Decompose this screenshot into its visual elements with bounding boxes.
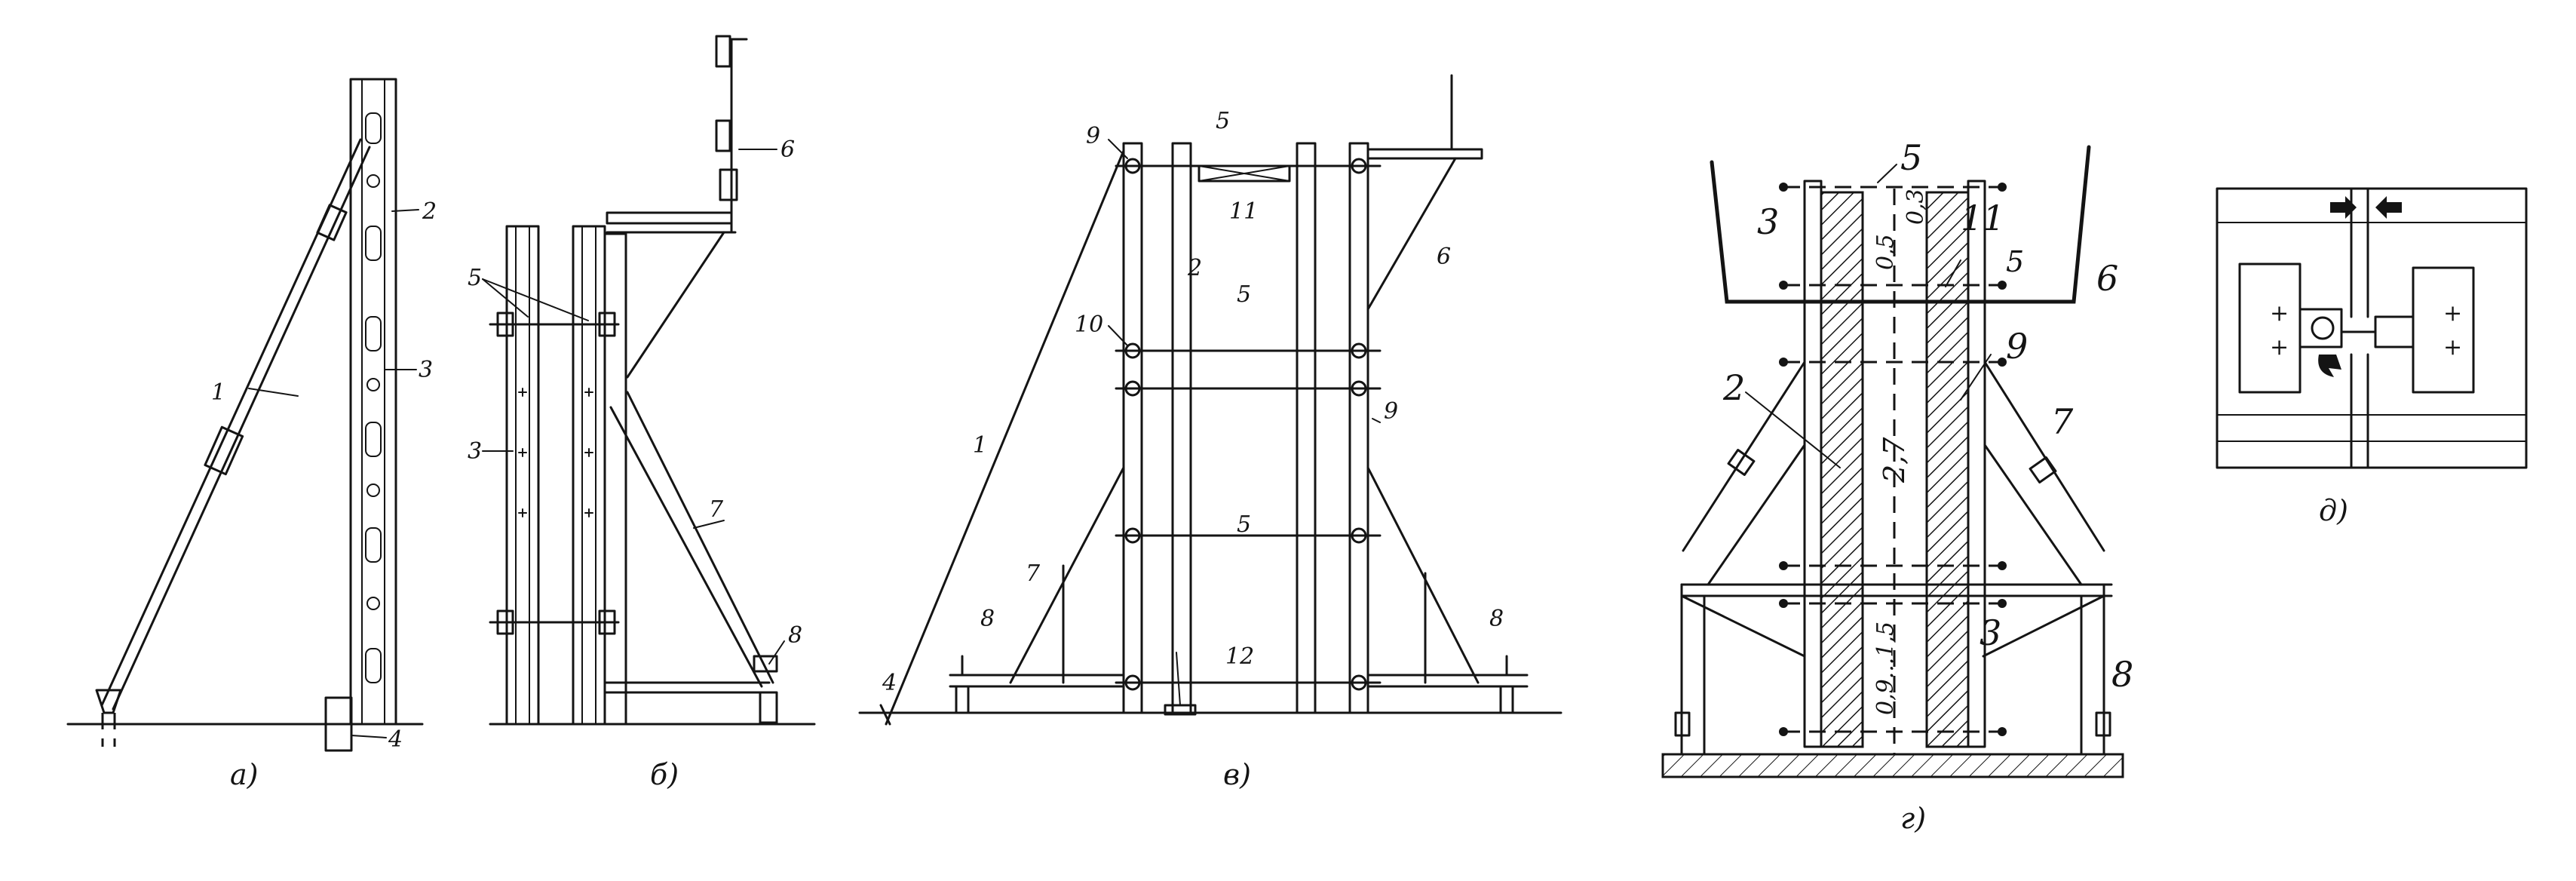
dimension-2-7: 2,7 (1878, 437, 1911, 483)
label-b-3: 3 (468, 438, 482, 465)
panel-d-left-block (2238, 262, 2302, 394)
panel-d-arrow-left (2375, 196, 2402, 219)
panel-d-rotate-arrow (2318, 355, 2341, 377)
caption-a: а) (230, 758, 258, 791)
label-a-4: 4 (388, 726, 403, 753)
panel-b-strut (609, 406, 763, 688)
label-g-2: 2 (1722, 367, 1745, 408)
label-v-5-lower: 5 (1237, 511, 1251, 538)
panel-d-frame (2216, 187, 2528, 469)
panel-b: 5 6 7 8 3 б) (468, 35, 816, 791)
panel-g-right-wall (1925, 191, 1970, 748)
label-g-5-right: 5 (2006, 245, 2024, 278)
label-v-10: 10 (1075, 312, 1103, 338)
label-a-1: 1 (211, 379, 225, 406)
label-b-7: 7 (709, 496, 724, 523)
panel-d-plus-4: + (2443, 334, 2462, 361)
panel-b-jack (759, 691, 778, 724)
caption-b: б) (650, 758, 679, 791)
panel-d-plus-1: + (2270, 300, 2289, 327)
panel-a-vertical-panel (349, 78, 397, 726)
label-v-6: 6 (1437, 244, 1451, 270)
label-g-3-bottom: 3 (1980, 612, 2001, 653)
panel-g-tie-ends (1779, 183, 2007, 736)
panel-v-right-jack (1499, 685, 1514, 714)
panel-v-right-column-inner (1296, 142, 1317, 714)
label-v-8-left: 8 (980, 606, 995, 632)
panel-d: + + + + д) (2216, 187, 2528, 527)
label-v-8-right: 8 (1489, 606, 1504, 632)
panel-d-plus-2: + (2270, 334, 2289, 361)
panel-d-arrow-right (2330, 196, 2357, 219)
panel-v-bolt-nodes (1124, 158, 1367, 691)
label-b-5: 5 (468, 265, 482, 291)
label-v-9-side: 9 (1384, 398, 1398, 425)
panel-b-right-panel (572, 225, 606, 726)
panel-a: 1 2 3 4 а) (66, 78, 437, 791)
caption-g: г) (1900, 802, 1926, 835)
label-g-11: 11 (1961, 198, 2005, 238)
label-g-8: 8 (2111, 654, 2133, 695)
panel-g-left-wall (1820, 191, 1864, 748)
label-v-5-top: 5 (1216, 108, 1230, 134)
panel-v-left-column-inner (1171, 142, 1192, 714)
panel-b-left-panel (505, 225, 540, 726)
label-b-8: 8 (788, 622, 802, 649)
panel-a-slots (365, 112, 382, 683)
label-v-11: 11 (1229, 198, 1258, 225)
label-v-7: 7 (1026, 560, 1041, 587)
panel-v-element-11 (1198, 164, 1291, 183)
panel-v-guy-rope (885, 149, 1125, 726)
label-g-3-top: 3 (1757, 201, 1779, 242)
label-v-4: 4 (882, 670, 897, 696)
label-a-2: 2 (422, 198, 437, 225)
panel-v-left-column-outer (1122, 142, 1143, 714)
label-g-7: 7 (2051, 401, 2074, 442)
label-v-1: 1 (973, 432, 987, 459)
panel-b-platform (606, 211, 733, 225)
panel-a-brace-foot (95, 689, 122, 714)
label-v-5-middle: 5 (1237, 281, 1251, 308)
panel-d-plus-3: + (2443, 300, 2462, 327)
panel-a-foot-jack (324, 696, 353, 752)
label-a-3: 3 (419, 357, 433, 383)
label-g-9: 9 (2006, 326, 2028, 367)
panel-g: 0,3 0,5 2,7 0,9...1,5 5 3 11 5 6 9 2 7 3… (1661, 137, 2133, 835)
dimension-0-5: 0,5 (1872, 234, 1899, 270)
label-b-6: 6 (780, 137, 795, 163)
panel-v: 9 5 11 2 5 10 9 5 6 1 7 8 8 4 12 в) (858, 74, 1562, 791)
panel-a-turnbuckle (204, 425, 244, 476)
panel-d-right-block (2412, 266, 2475, 394)
label-g-6: 6 (2096, 258, 2118, 299)
label-v-12: 12 (1225, 643, 1254, 670)
panel-g-ground (1661, 753, 2124, 778)
panel-v-left-jack (955, 685, 970, 714)
panel-v-right-column-outer (1348, 142, 1369, 714)
dimension-0-9-1-5: 0,9...1,5 (1872, 622, 1899, 715)
label-v-2: 2 (1187, 255, 1202, 281)
label-v-9-top: 9 (1086, 123, 1100, 149)
caption-v: в) (1223, 758, 1251, 791)
caption-d: д) (2319, 494, 2348, 527)
panel-b-bolt-marks (518, 388, 593, 517)
label-g-5-top: 5 (1900, 137, 1922, 178)
dimension-0-3: 0,3 (1903, 189, 1929, 225)
panel-d-clamp (2298, 308, 2343, 348)
